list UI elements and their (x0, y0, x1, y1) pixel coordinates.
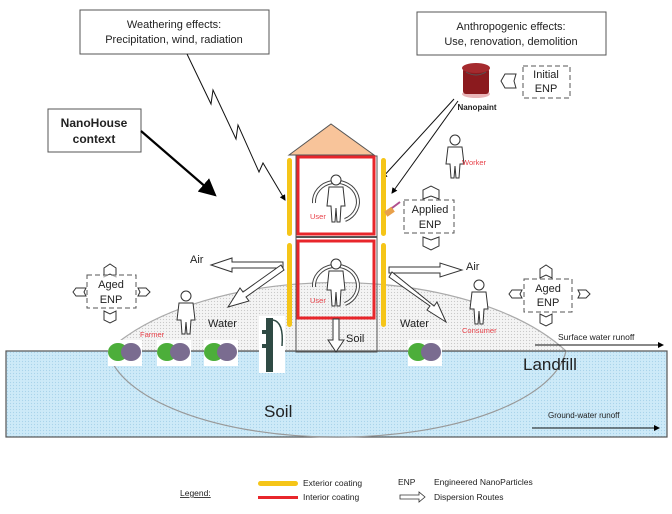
route-air-left-label: Air (190, 254, 204, 266)
dispersion-arrow-water-left (226, 264, 285, 308)
house-roof (287, 123, 376, 156)
aged-enp-right-line1: Aged (535, 283, 561, 295)
legend-dispersion-arrow-icon (399, 491, 426, 503)
aged-enp-left-right-icon (137, 287, 151, 297)
plant-icon (108, 340, 142, 366)
weathering-title: Weathering effects: (127, 19, 221, 31)
anthropogenic-title: Anthropogenic effects: (456, 21, 565, 33)
plant-icon (408, 340, 442, 366)
dispersion-arrow-air-right (388, 262, 464, 278)
anthropogenic-effects-box: Anthropogenic effects: Use, renovation, … (416, 11, 607, 56)
route-air-right-label: Air (466, 261, 480, 273)
soil-label: Soil (264, 402, 292, 421)
applied-enp-line2: ENP (419, 219, 442, 231)
user-bottom-label: User (310, 296, 326, 305)
route-water-left-label: Water (208, 318, 237, 330)
paint-brush-icon (384, 201, 401, 217)
house: User User (287, 123, 386, 353)
exterior-coating-right-bottom (381, 243, 386, 327)
nanohouse-context-ellipse-lower (107, 350, 567, 438)
initial-enp-tag-icon (500, 73, 517, 89)
legend-interior-label: Interior coating (303, 492, 359, 502)
nanopaint-label: Nanopaint (457, 103, 496, 112)
applied-enp-up-icon (422, 185, 440, 200)
aged-enp-right-left-icon (508, 289, 523, 299)
groundwater-runoff-label: Ground-water runoff (548, 411, 620, 420)
user-top-label: User (310, 212, 326, 221)
nanopaint-to-interior-arrow (381, 98, 455, 179)
initial-enp-line2: ENP (535, 83, 558, 95)
legend-exterior-label: Exterior coating (303, 478, 362, 488)
applied-enp-down-icon (422, 236, 440, 251)
nanohouse-context-box: NanoHouse context (47, 108, 142, 153)
aged-enp-right-up-icon (539, 264, 553, 279)
aged-enp-left-left-icon (72, 287, 87, 297)
consumer-label: Consumer (462, 326, 497, 335)
weathering-lightning-arrow (186, 53, 286, 201)
farmer-figure-icon (176, 290, 196, 335)
user-top-figure-icon (326, 174, 346, 223)
worker-label: Worker (462, 158, 487, 167)
legend-enp-abbr: ENP (398, 477, 416, 487)
legend-dispersion-label: Dispersion Routes (434, 492, 503, 502)
initial-enp-box: Initial ENP (522, 65, 571, 99)
legend-enp-full: Engineered NanoParticles (434, 477, 533, 487)
anthropogenic-detail: Use, renovation, demolition (444, 36, 577, 48)
nanopaint-bucket-icon: Nanopaint (457, 63, 497, 112)
applied-enp-line1: Applied (412, 204, 449, 216)
dispersion-arrow-air-left (209, 257, 284, 273)
interior-coating-bottom (296, 239, 376, 320)
plant-icon (204, 340, 238, 366)
route-water-right-label: Water (400, 318, 429, 330)
aged-enp-left-down-icon (103, 310, 117, 324)
user-bottom-figure-icon (326, 258, 346, 307)
interior-coating-top (296, 155, 376, 236)
worker-figure-icon (445, 134, 465, 179)
water-pump-icon (259, 316, 285, 373)
weathering-effects-box: Weathering effects: Precipitation, wind,… (79, 9, 270, 55)
legend-title: Legend: (180, 488, 211, 498)
context-title-line1: NanoHouse (61, 116, 128, 130)
route-soil-label: Soil (346, 333, 364, 345)
context-pointer-arrow (140, 130, 217, 197)
applied-enp-box: Applied ENP (403, 199, 455, 234)
aged-enp-left-box: Aged ENP (86, 274, 137, 309)
nanopaint-to-exterior-arrow (391, 100, 459, 194)
legend: Legend: Exterior coating Interior coatin… (180, 477, 533, 503)
aged-enp-right-line2: ENP (537, 297, 560, 309)
exterior-coating-left-top (287, 158, 292, 236)
weathering-detail: Precipitation, wind, radiation (105, 34, 243, 46)
exterior-coating-right-top (381, 158, 386, 236)
dispersion-arrow-soil-down (327, 318, 345, 353)
surface-runoff-label: Surface water runoff (558, 332, 635, 342)
aged-enp-right-box: Aged ENP (523, 278, 573, 313)
consumer-figure-icon (469, 279, 489, 325)
context-title-line2: context (73, 132, 116, 146)
landfill-label: Landfill (523, 355, 577, 374)
exterior-coating-left-bottom (287, 243, 292, 327)
aged-enp-right-right-icon (577, 289, 591, 299)
aged-enp-left-line2: ENP (100, 294, 123, 306)
legend-interior-swatch (258, 496, 298, 499)
dispersion-arrow-water-right (388, 271, 448, 324)
farmer-label: Farmer (140, 330, 165, 339)
legend-exterior-swatch (258, 481, 298, 486)
aged-enp-left-line1: Aged (98, 279, 124, 291)
initial-enp-line1: Initial (533, 69, 559, 81)
aged-enp-right-down-icon (539, 313, 553, 327)
plant-icon (157, 340, 191, 366)
